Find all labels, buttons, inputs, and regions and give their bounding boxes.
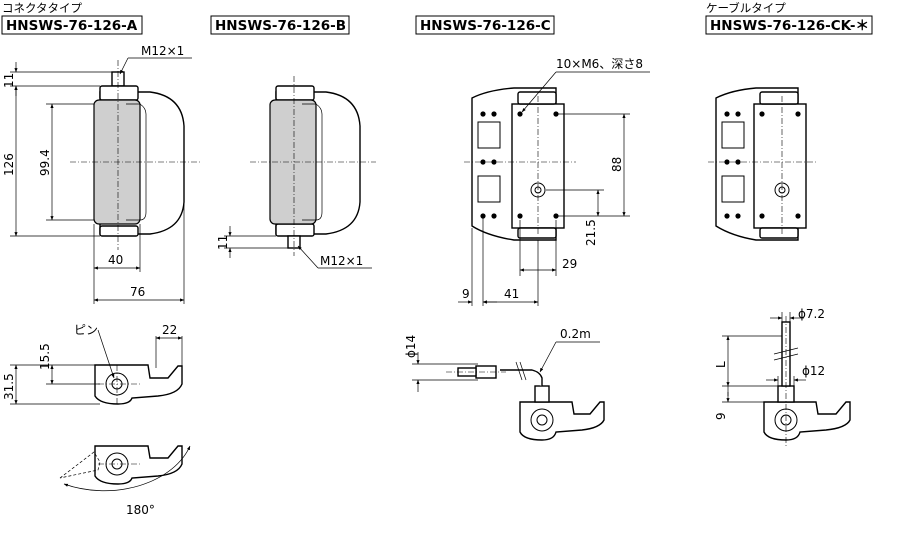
view-c-side: ϕ14 0.2m <box>404 327 605 441</box>
view-c-front: 10×M6、深さ8 88 21.5 29 9 41 <box>458 57 650 306</box>
dim-a-thread: M12×1 <box>141 44 184 58</box>
dim-a-11: 11 <box>2 73 16 88</box>
dim-c-9: 9 <box>462 287 470 301</box>
view-a-side: ピン 22 15.5 31.5 <box>2 323 183 406</box>
dim-a-22: 22 <box>162 323 177 337</box>
dim-ck-9: 9 <box>714 412 728 420</box>
model-label-b: HNSWS-76-126-B <box>215 18 346 34</box>
view-ck-front <box>708 87 818 241</box>
model-label-a: HNSWS-76-126-A <box>6 18 138 34</box>
type-label-connector: コネクタタイプ <box>2 1 83 15</box>
dim-c-41: 41 <box>504 287 519 301</box>
mounting-holes-ck <box>724 111 801 219</box>
dim-a-pin: ピン <box>74 323 98 337</box>
model-frame-b <box>210 15 350 35</box>
dim-a-99: 99.4 <box>38 149 52 176</box>
model-frame-c <box>415 15 555 35</box>
hinge-leaf-ck <box>753 103 807 229</box>
dim-a-15: 15.5 <box>38 343 52 370</box>
dim-c-14: ϕ14 <box>404 335 418 358</box>
model-label-ck: HNSWS-76-126-CK-＊ <box>710 18 869 34</box>
view-a-front: M12×1 11 126 99.4 40 76 <box>2 44 200 304</box>
view-b-front: 11 M12×1 <box>216 76 376 269</box>
dim-a-angle: 180° <box>126 503 155 517</box>
dim-b-thread: M12×1 <box>320 254 363 268</box>
hinge-side-c <box>519 401 605 441</box>
mounting-holes <box>480 111 559 219</box>
dim-b-11: 11 <box>216 235 230 250</box>
hinge-side-ck <box>763 401 851 441</box>
model-frame-a <box>1 15 143 35</box>
dim-a-126: 126 <box>2 153 16 176</box>
model-label-c: HNSWS-76-126-C <box>420 18 551 34</box>
view-a-rotation: 180° <box>59 445 191 517</box>
dim-a-40: 40 <box>108 253 123 267</box>
hinge-side-a <box>94 364 183 405</box>
dim-c-holes: 10×M6、深さ8 <box>556 57 643 71</box>
type-label-cable: ケーブルタイプ <box>706 1 786 15</box>
title-block-a: コネクタタイプ HNSWS-76-126-A <box>1 1 143 35</box>
dim-c-29: 29 <box>562 257 577 271</box>
dim-ck-L: L <box>714 361 728 368</box>
view-ck-side: ϕ7.2 L ϕ12 9 <box>714 307 851 446</box>
model-frame-ck <box>705 15 873 35</box>
dim-c-88: 88 <box>610 157 624 172</box>
dim-ck-12: ϕ12 <box>802 364 825 378</box>
dim-c-21: 21.5 <box>584 219 598 246</box>
title-block-c: HNSWS-76-126-C <box>415 15 555 35</box>
dim-a-76: 76 <box>130 285 145 299</box>
dim-a-31: 31.5 <box>2 373 16 400</box>
dim-c-cable: 0.2m <box>560 327 591 341</box>
dim-ck-72: ϕ7.2 <box>798 307 825 321</box>
title-block-ck: ケーブルタイプ HNSWS-76-126-CK-＊ <box>705 1 873 35</box>
title-block-b: HNSWS-76-126-B <box>210 15 350 35</box>
